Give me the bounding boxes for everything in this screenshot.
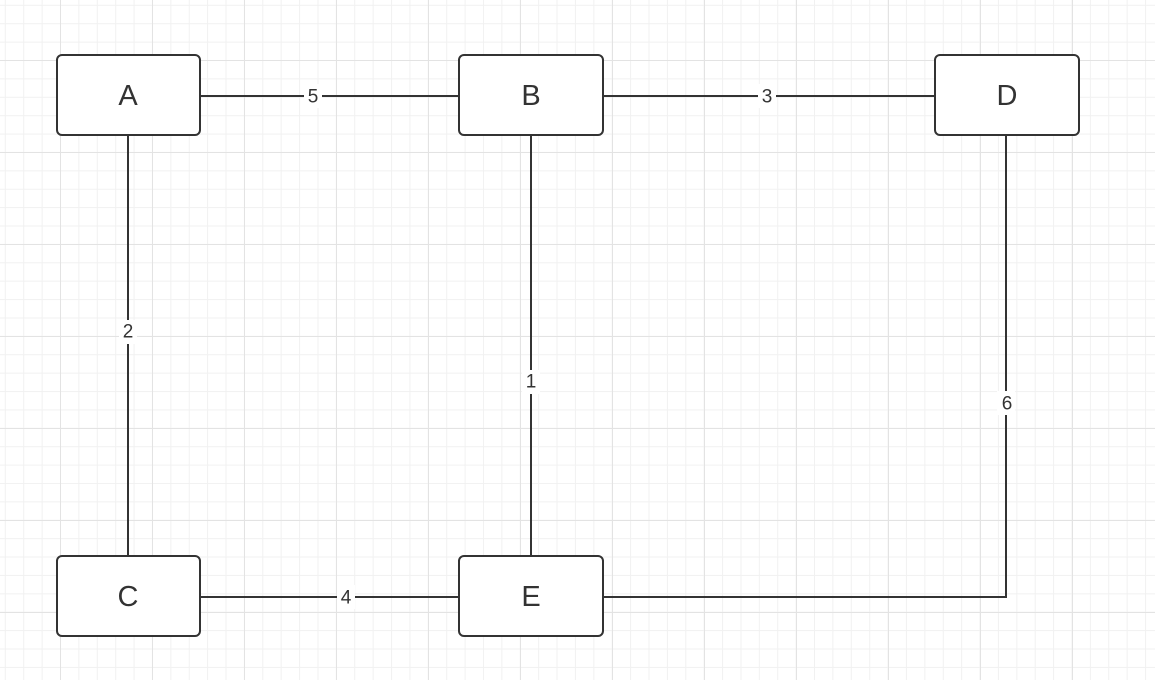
node-c[interactable]: C <box>56 555 201 637</box>
node-box <box>934 54 1080 136</box>
edge-a-b[interactable]: 5 <box>200 84 459 108</box>
edge-e-d[interactable]: 6 <box>603 136 1015 598</box>
node-e[interactable]: E <box>458 555 604 637</box>
edge-line <box>603 136 1007 598</box>
node-label: C <box>118 581 139 613</box>
node-label: E <box>521 581 540 613</box>
node-label: D <box>997 80 1018 112</box>
node-a[interactable]: A <box>56 54 201 136</box>
node-box <box>458 54 604 136</box>
node-box <box>56 555 201 637</box>
edge-b-d[interactable]: 3 <box>603 84 935 108</box>
node-label: B <box>521 80 540 112</box>
node-d[interactable]: D <box>934 54 1080 136</box>
node-box <box>56 54 201 136</box>
node-b[interactable]: B <box>458 54 604 136</box>
edge-weight-label: 4 <box>341 588 352 609</box>
edge-weight-label: 6 <box>1002 394 1013 415</box>
edge-weight-label: 1 <box>526 372 537 393</box>
node-label: A <box>118 80 138 112</box>
edge-a-c[interactable]: 2 <box>119 136 137 556</box>
edge-weight-label: 3 <box>762 87 773 108</box>
edge-c-e[interactable]: 4 <box>200 585 459 609</box>
node-box <box>458 555 604 637</box>
edge-b-e[interactable]: 1 <box>522 136 540 556</box>
edge-weight-label: 5 <box>308 87 319 108</box>
edge-weight-label: 2 <box>123 322 134 343</box>
